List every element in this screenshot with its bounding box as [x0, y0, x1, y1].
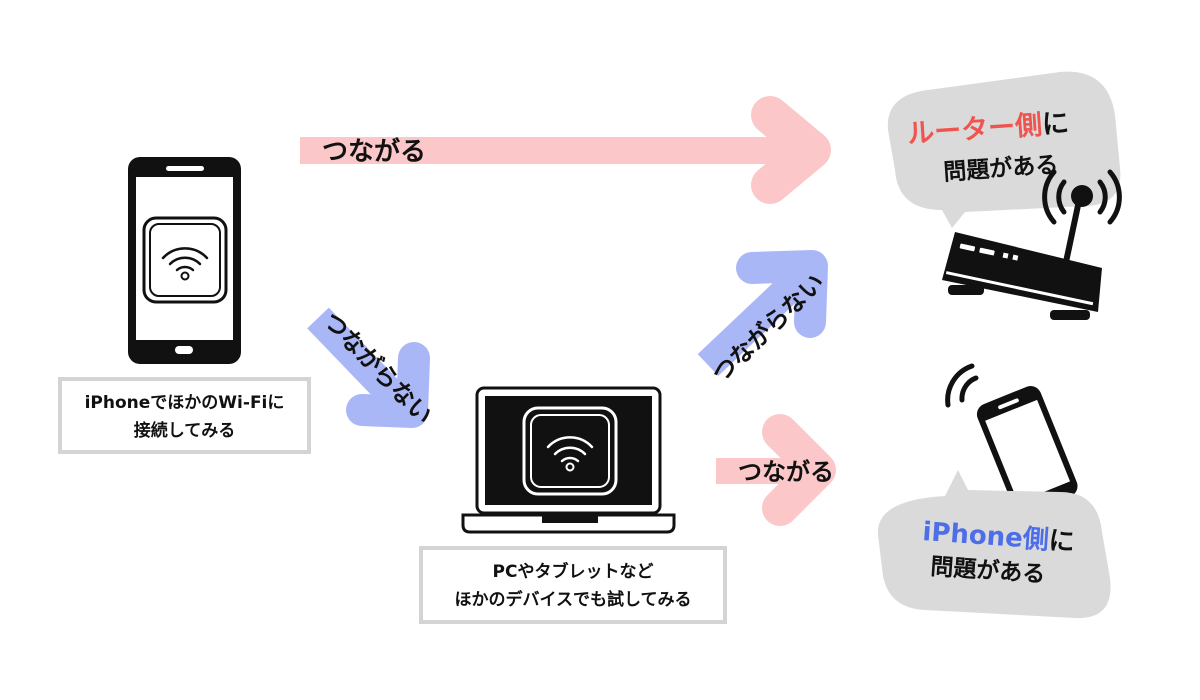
router-bubble-suffix: に: [1041, 108, 1070, 141]
iphone-problem-bubble: iPhone側に 問題がある: [877, 470, 1111, 619]
wifi-icon: [522, 406, 618, 496]
arrow-head: [346, 342, 430, 428]
pc-device-label-box: PCやタブレットなど ほかのデバイスでも試してみる: [419, 546, 727, 624]
arrow-shaft: [300, 137, 800, 164]
arrow-head: [736, 250, 828, 338]
router-icon: [942, 169, 1122, 320]
iphone-wifi-label-box: iPhoneでほかのWi-Fiに 接続してみる: [58, 377, 311, 454]
iphone-box-line2: 接続してみる: [133, 421, 236, 441]
speech-bubble: [877, 470, 1111, 619]
arrow-shaft: [697, 267, 811, 376]
arrow-label-top: つながる: [322, 136, 426, 167]
iphone-box-line1: iPhoneでほかのWi-Fiに: [84, 393, 285, 413]
laptop-icon: [461, 386, 676, 534]
pc-box-line1: PCやタブレットなど: [492, 562, 654, 582]
arrow-not-connect-up: つながらない: [697, 250, 830, 388]
phone-signal-icon: [945, 363, 1078, 515]
pc-box-line2: ほかのデバイスでも試してみる: [454, 590, 692, 610]
arrow-connects-bottom: つながる: [716, 414, 836, 526]
arrow-connects-top: つながる: [300, 96, 831, 204]
arrow-head: [762, 414, 836, 526]
iphone-bubble-suffix: に: [1048, 526, 1076, 558]
smartphone-icon: [128, 157, 241, 364]
arrow-head: [751, 96, 831, 204]
arrow-not-connect-down: つながらない: [307, 307, 438, 430]
arrow-label-bottom: つながる: [738, 458, 834, 486]
arrow-shaft: [307, 307, 406, 409]
wifi-icon: [142, 216, 228, 304]
